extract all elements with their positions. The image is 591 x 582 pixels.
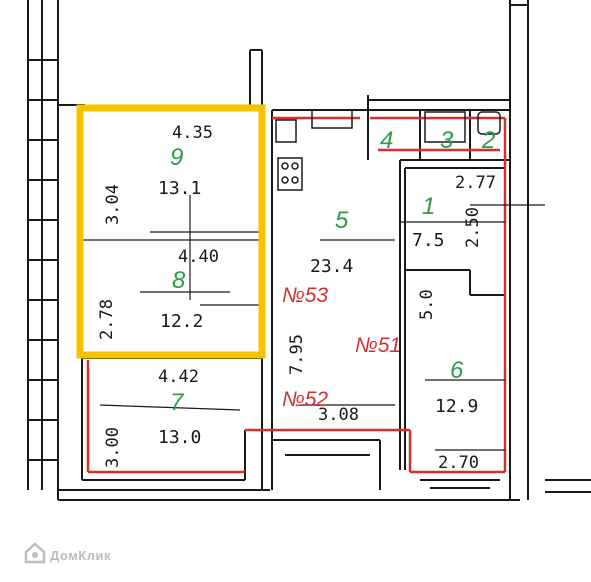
- room-7-area: 13.0: [158, 427, 201, 448]
- room-9-area: 13.1: [158, 178, 201, 199]
- room-6-area: 12.9: [435, 396, 478, 417]
- walls: [27, 0, 591, 501]
- room-2-number: 2: [481, 127, 495, 154]
- room-1-number: 1: [422, 193, 435, 220]
- room-8-dim-top: 4.40: [178, 247, 219, 267]
- room-7-dim-top: 4.42: [158, 367, 199, 387]
- room-9-dim-top: 4.35: [172, 123, 213, 143]
- dimension-lines: [82, 195, 545, 451]
- room-8-number: 8: [172, 267, 186, 294]
- room-8-area: 12.2: [160, 311, 203, 332]
- room-6-dim-top: 5.0: [417, 289, 437, 320]
- room-8-dim-side: 2.78: [97, 299, 117, 340]
- room-5-number: 5: [335, 207, 349, 234]
- room-9-number: 9: [170, 144, 183, 171]
- label-no51: №51: [355, 334, 401, 357]
- room-7-number: 7: [170, 389, 185, 416]
- room-6-number: 6: [450, 357, 464, 384]
- room-5-dim-long: 7.95: [287, 334, 307, 375]
- red-outlines: [86, 116, 507, 474]
- sink-icon: [311, 109, 501, 143]
- room-6-dim-bottom: 2.70: [438, 453, 479, 473]
- label-no52: №52: [282, 388, 328, 411]
- domclick-logo-icon: [24, 542, 46, 564]
- room-3-number: 3: [440, 127, 454, 154]
- room-5-area: 23.4: [310, 256, 353, 277]
- room-9-dim-side: 3.04: [103, 184, 123, 225]
- room-7-dim-side: 3.00: [103, 427, 123, 468]
- room-1-dim-side: 2.50: [463, 207, 483, 248]
- room-5-dim-bottom: 3.08: [318, 405, 359, 425]
- stove-icon: [275, 119, 303, 191]
- label-no53: №53: [282, 284, 328, 307]
- watermark: ДомКлик: [24, 542, 111, 564]
- room-1-area: 7.5: [412, 230, 445, 251]
- watermark-text: ДомКлик: [50, 548, 111, 563]
- room-1-dim-top: 2.77: [455, 173, 496, 193]
- highlight-frame: [76, 104, 266, 359]
- room-4-number: 4: [380, 127, 393, 154]
